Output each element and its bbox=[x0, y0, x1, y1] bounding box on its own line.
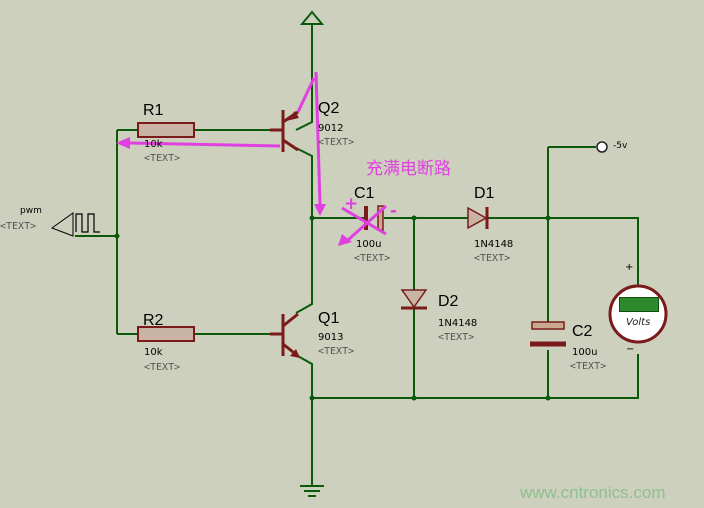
c1-plus-annotation: + bbox=[344, 194, 359, 214]
d2-ref-label: D2 bbox=[438, 293, 459, 310]
r1-value-label: 10k bbox=[144, 139, 163, 150]
c1-value-label: 100u bbox=[356, 239, 382, 250]
ground-icon bbox=[300, 485, 324, 497]
arrow-base-to-r1 bbox=[129, 141, 281, 148]
output-label: -5v bbox=[613, 141, 628, 151]
d1-text-label: <TEXT> bbox=[474, 253, 511, 264]
r1-text-label: <TEXT> bbox=[144, 153, 181, 164]
c1-text-label: <TEXT> bbox=[354, 253, 391, 264]
vcc-arrow-icon bbox=[299, 10, 325, 25]
c2-value-label: 100u bbox=[572, 347, 598, 358]
arrow-emitter-to-base bbox=[296, 77, 316, 113]
output-terminal-icon bbox=[596, 141, 608, 153]
charge-path-annotation: 充满电断路 bbox=[366, 159, 451, 179]
d1-ref-label: D1 bbox=[474, 185, 495, 202]
wires bbox=[75, 24, 639, 486]
wire-meter-plus bbox=[548, 217, 639, 290]
arrow-c1-cross bbox=[341, 206, 387, 236]
voltmeter-plus-label: + bbox=[625, 262, 634, 273]
wire-ground-bus bbox=[312, 354, 639, 399]
q2-text-label: <TEXT> bbox=[318, 137, 355, 148]
watermark: www.cntronics.com bbox=[520, 483, 666, 502]
d2-value-label: 1N4148 bbox=[438, 318, 478, 329]
pwm-text-label: <TEXT> bbox=[0, 221, 37, 232]
pwm-label: pwm bbox=[20, 206, 42, 216]
c1-minus-annotation: - bbox=[390, 201, 398, 221]
c2-ref-label: C2 bbox=[572, 323, 593, 340]
d2-text-label: <TEXT> bbox=[438, 332, 475, 343]
voltmeter-icon bbox=[608, 284, 668, 344]
r2-value-label: 10k bbox=[144, 347, 163, 358]
q1-emitter-arrow-icon bbox=[290, 349, 300, 358]
wire-vcc-q2-emitter bbox=[295, 24, 313, 131]
junctions bbox=[114, 215, 551, 401]
d1-value-label: 1N4148 bbox=[474, 239, 514, 250]
c2-capacitor-icon bbox=[530, 321, 566, 347]
q1-transistor-icon bbox=[270, 312, 299, 358]
q1-ref-label: Q1 bbox=[318, 310, 340, 327]
q1-text-label: <TEXT> bbox=[318, 346, 355, 357]
c2-text-label: <TEXT> bbox=[570, 361, 607, 372]
r1-resistor-icon bbox=[137, 122, 195, 138]
arrow-collector-path bbox=[314, 71, 322, 205]
d2-diode-icon bbox=[400, 289, 428, 310]
annotation-arrows bbox=[129, 71, 388, 242]
r2-text-label: <TEXT> bbox=[144, 362, 181, 373]
wire-q1-collector bbox=[295, 218, 313, 314]
voltmeter-display bbox=[619, 297, 659, 312]
c1-ref-label: C1 bbox=[354, 185, 375, 202]
q2-ref-label: Q2 bbox=[318, 100, 340, 117]
wire-q1-emitter bbox=[295, 354, 313, 486]
annotation-arrowheads bbox=[116, 137, 352, 246]
voltmeter-minus-label: − bbox=[626, 344, 635, 355]
q2-value-label: 9012 bbox=[318, 123, 344, 134]
pwm-source-icon bbox=[50, 212, 100, 237]
d1-diode-icon bbox=[467, 206, 489, 230]
r1-ref-label: R1 bbox=[143, 102, 164, 119]
r2-ref-label: R2 bbox=[143, 312, 164, 329]
q2-emitter-arrow-icon bbox=[286, 111, 299, 121]
voltmeter-unit-label: Volts bbox=[626, 317, 651, 328]
r2-resistor-icon bbox=[137, 326, 195, 342]
wire-q2-collector bbox=[295, 147, 313, 218]
q1-value-label: 9013 bbox=[318, 332, 344, 343]
